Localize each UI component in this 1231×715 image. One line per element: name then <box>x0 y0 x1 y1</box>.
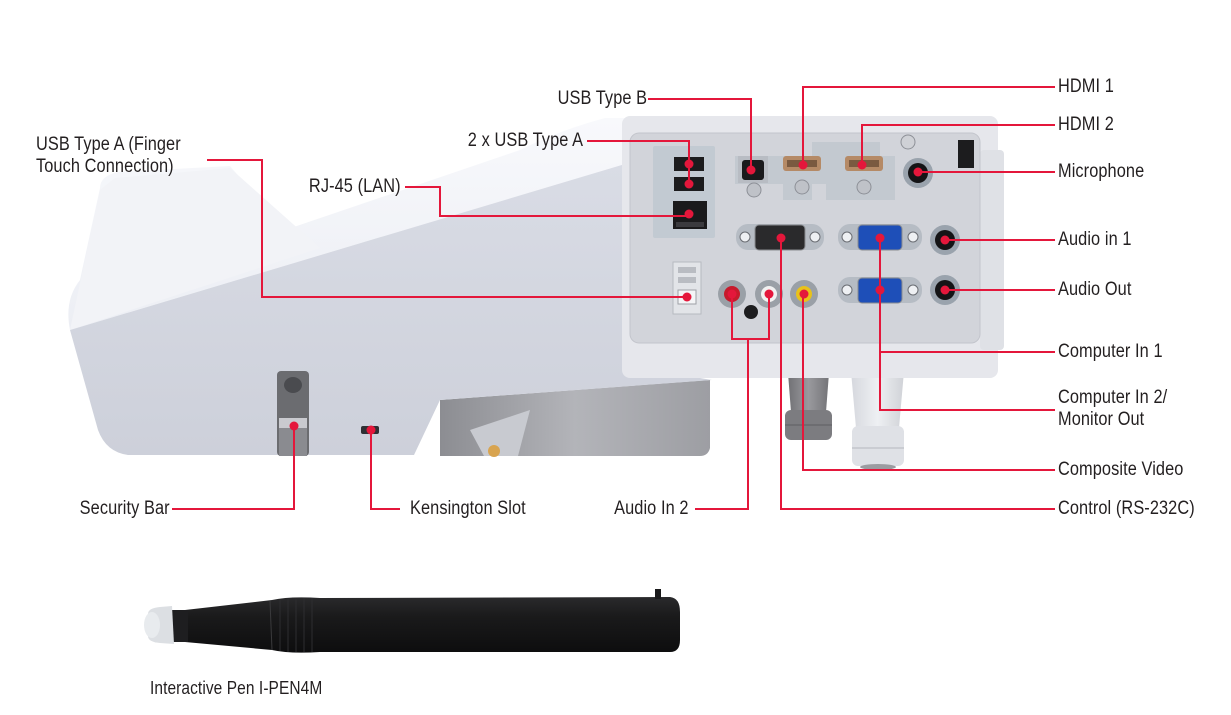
label-usb-type-a-x2: 2 x USB Type A <box>467 130 583 151</box>
label-computer-in-2-line2: Monitor Out <box>1058 409 1145 430</box>
leader-usb-type-a-finger <box>207 159 687 298</box>
label-audio-in-2: Audio In 2 <box>614 498 689 519</box>
label-hdmi-1: HDMI 1 <box>1058 76 1114 97</box>
label-usb-type-a-finger-line1: USB Type A (Finger <box>36 134 181 155</box>
label-computer-in-1: Computer In 1 <box>1058 341 1163 362</box>
leader-control-rs232c <box>780 238 1055 510</box>
label-usb-type-a-finger-line2: Touch Connection) <box>36 156 174 177</box>
label-security-bar: Security Bar <box>79 498 170 519</box>
leader-security-bar <box>172 426 295 510</box>
leader-audio-in-2 <box>695 339 749 510</box>
pen-caption: Interactive Pen I-PEN4M <box>150 678 323 698</box>
label-computer-in-2-line1: Computer In 2/ <box>1058 387 1168 408</box>
label-computer-in-2-monitor-out: Computer In 2/ Monitor Out <box>1058 387 1167 431</box>
leader-audio-in-2-bracket <box>731 294 770 340</box>
label-kensington-slot: Kensington Slot <box>410 498 526 519</box>
label-audio-in-1: Audio in 1 <box>1058 229 1132 250</box>
label-composite-video: Composite Video <box>1058 459 1184 480</box>
label-audio-out: Audio Out <box>1058 279 1132 300</box>
leader-kensington-slot <box>370 430 400 510</box>
leader-hdmi-1 <box>802 86 1055 165</box>
label-usb-type-b: USB Type B <box>557 88 647 109</box>
leader-computer-in-2 <box>879 290 1055 411</box>
label-hdmi-2: HDMI 2 <box>1058 114 1114 135</box>
leader-usb-type-b <box>648 98 752 170</box>
leader-hdmi-2 <box>861 124 1055 165</box>
leader-lines <box>172 86 1055 510</box>
label-rj45-lan: RJ-45 (LAN) <box>309 176 401 197</box>
label-usb-type-a-finger-touch: USB Type A (Finger Touch Connection) <box>36 134 181 178</box>
label-microphone: Microphone <box>1058 161 1145 182</box>
interactive-pen-illustration <box>144 589 680 653</box>
leader-dots <box>289 159 950 435</box>
label-control-rs232c: Control (RS-232C) <box>1058 498 1195 519</box>
leader-composite-video <box>802 294 1055 471</box>
leader-rj45 <box>405 186 689 217</box>
